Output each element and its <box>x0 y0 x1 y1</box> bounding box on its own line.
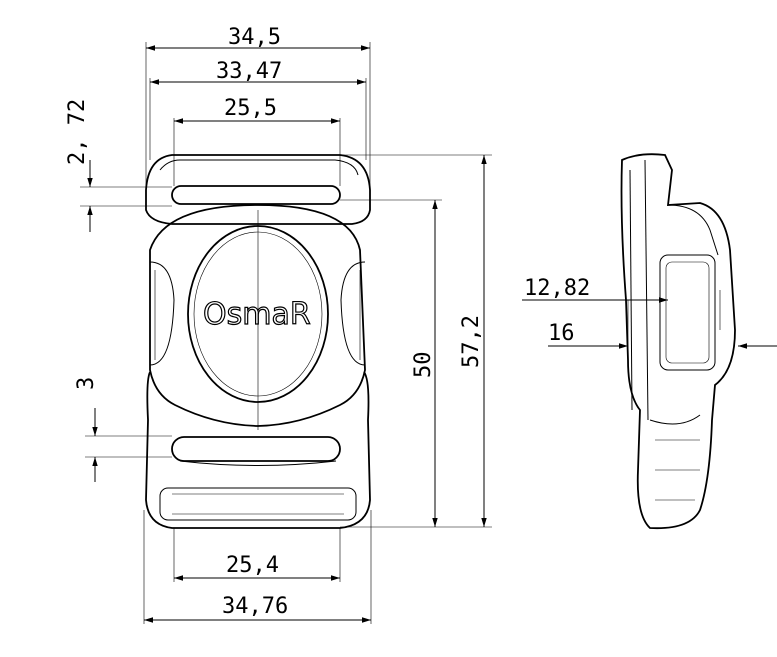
logo-text: OsmaR <box>203 297 311 332</box>
dim-slot-width-bottom: 25,4 <box>226 553 279 578</box>
side-view <box>620 153 736 530</box>
dim-inner-width-top: 33,47 <box>216 59 282 84</box>
dim-slot-gap-top: 2, 72 <box>65 99 90 165</box>
front-view <box>145 154 371 529</box>
dim-slot-gap-bottom: 3 <box>74 377 99 390</box>
dim-overall-width-top: 34,5 <box>228 25 281 50</box>
dimension-lines <box>80 42 777 624</box>
dim-slot-width-top: 25,5 <box>224 96 277 121</box>
dim-side-inner: 12,82 <box>524 276 590 301</box>
dim-side-outer: 16 <box>548 321 575 346</box>
dim-body-height: 50 <box>411 352 436 379</box>
dim-overall-width-bottom: 34,76 <box>222 594 288 619</box>
dim-overall-height: 57,2 <box>459 315 484 368</box>
